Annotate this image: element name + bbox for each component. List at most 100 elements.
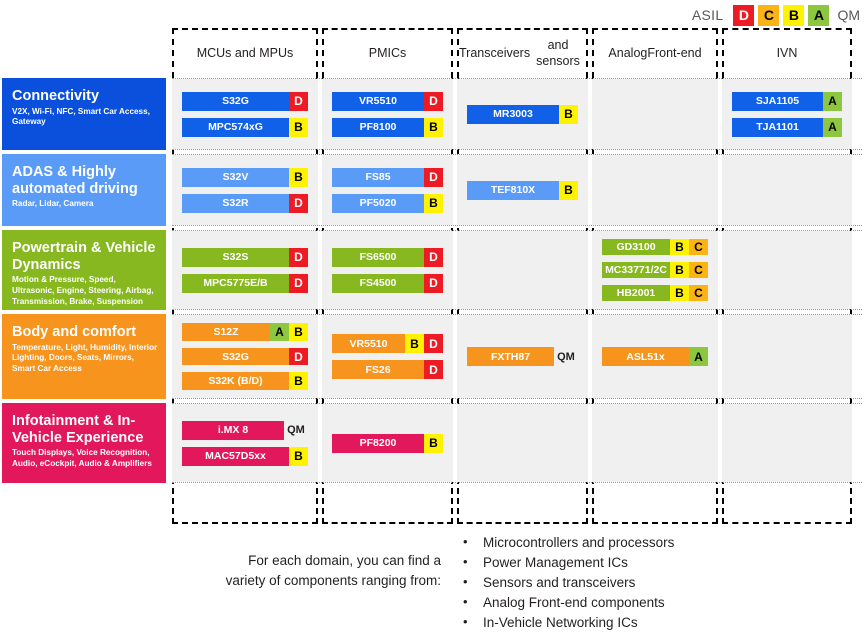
matrix-cell (457, 404, 588, 482)
matrix-cell (722, 155, 852, 225)
asil-badge-b: B (289, 167, 308, 187)
product-chip-label: MC33771/2C (602, 262, 670, 278)
asil-legend-box-c: C (758, 4, 780, 26)
footer-bullet-item: Power Management ICs (463, 552, 674, 573)
asil-badge-b: B (289, 117, 308, 137)
asil-badge-b: B (289, 446, 308, 466)
asil-legend: ASIL D C B A QM (692, 4, 860, 26)
column-header-line2: and sensors (536, 38, 580, 68)
asil-badge-c: C (689, 239, 708, 255)
asil-badge-b: B (289, 372, 308, 391)
asil-badge-d: D (424, 334, 443, 353)
product-chip-label: HB2001 (602, 285, 670, 301)
asil-badge-d: D (424, 273, 443, 293)
asil-badge-b: B (670, 262, 689, 278)
footer-bullet-item: Microcontrollers and processors (463, 532, 674, 553)
domain-subtitle: Temperature, Light, Humidity, Interior L… (12, 342, 158, 373)
footer-bullet-item: Sensors and transceivers (463, 572, 674, 593)
domain-title: Powertrain & Vehicle Dynamics (12, 240, 156, 273)
product-chip-label: FXTH87 (467, 347, 554, 366)
asil-badge-b: B (289, 323, 308, 341)
footer-lead-line1: For each domain, you can find a (248, 553, 441, 568)
product-chip-label: S32G (182, 347, 289, 366)
product-chip-label: FS6500 (332, 247, 424, 267)
product-chip-label: S32V (182, 167, 289, 187)
product-chip-label: MPC574xG (182, 117, 289, 137)
product-chip-label: S12Z (182, 323, 270, 341)
column-header-0: MCUs and MPUs (172, 28, 318, 78)
matrix-cell (592, 155, 718, 225)
matrix-cell (722, 404, 852, 482)
domain-subtitle: Radar, Lidar, Camera (12, 199, 94, 209)
footer-bullet-item: Analog Front-end components (463, 592, 674, 613)
domain-title: Infotainment & In-Vehicle Experience (12, 413, 144, 446)
footer-bullet-list: Microcontrollers and processorsPower Man… (445, 532, 674, 633)
matrix-cell (722, 315, 852, 398)
product-chip[interactable]: S32K (B/D)B (182, 372, 308, 391)
footer-lead-text: For each domain, you can find a variety … (0, 533, 445, 590)
asil-legend-qm: QM (837, 7, 860, 23)
asil-badge-d: D (289, 91, 308, 111)
asil-badge-d: D (289, 347, 308, 366)
product-chip-label: MAC57D5xx (182, 446, 289, 466)
footer-lead-line2: variety of components ranging from: (225, 572, 441, 588)
asil-badge-c: C (689, 285, 708, 301)
matrix-cell (722, 231, 852, 309)
product-chip-label: SJA1105 (732, 91, 823, 111)
matrix-cell (592, 404, 718, 482)
asil-badge-qm: QM (287, 424, 305, 436)
product-chip-label: FS4500 (332, 273, 424, 293)
asil-badge-b: B (405, 334, 424, 353)
